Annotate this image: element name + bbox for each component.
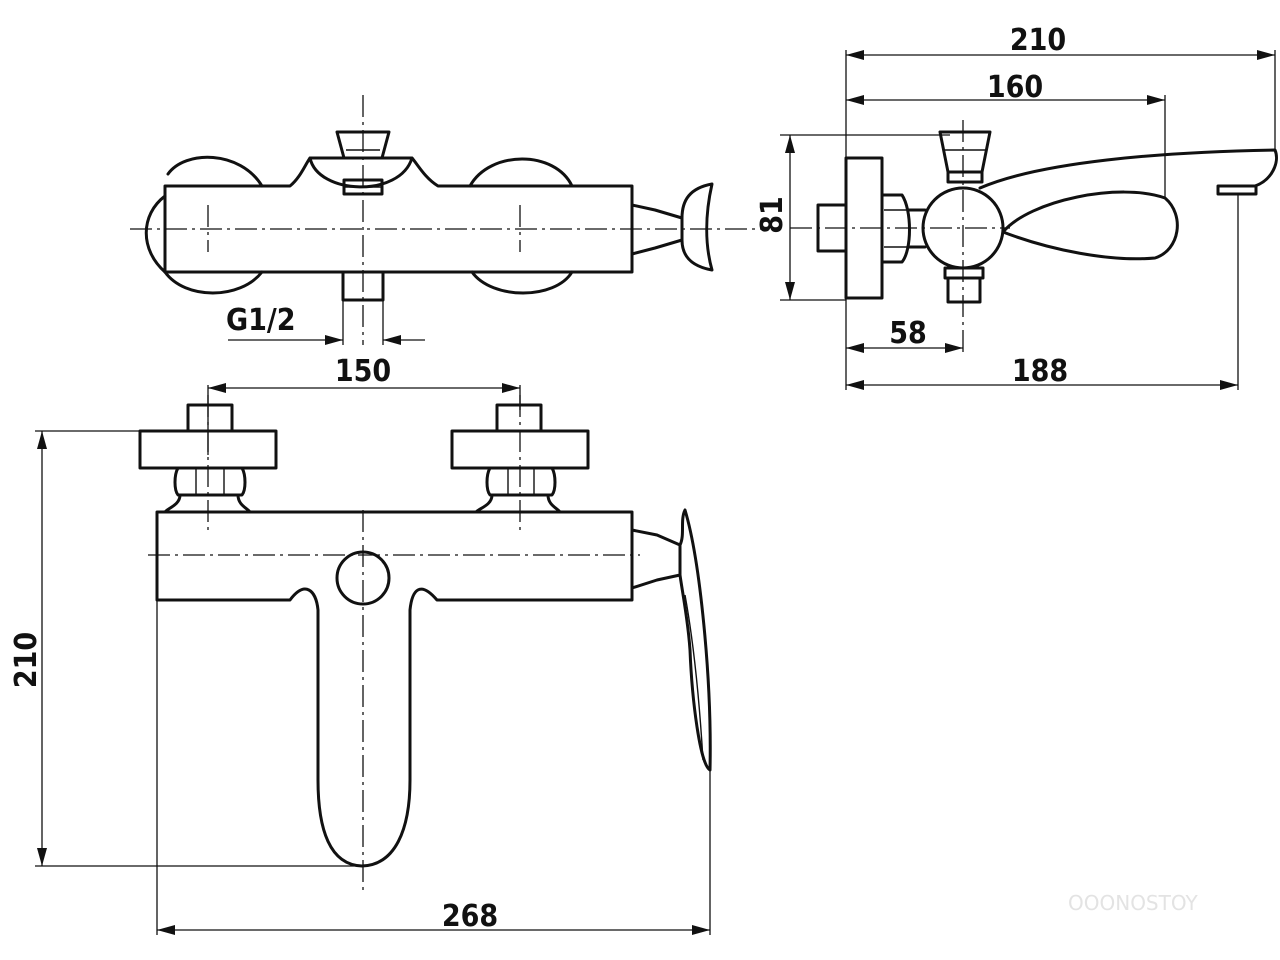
dim-210-front-label: 210 [9, 632, 44, 688]
front-lever-stem [630, 528, 682, 590]
side-view: 210 160 81 58 188 [755, 23, 1278, 390]
watermark: OOONOSTOY [1068, 891, 1198, 915]
left-nut [173, 466, 247, 497]
diverter-knob [335, 130, 391, 160]
dim-150-label: 150 [335, 354, 391, 389]
left-connector-stub [186, 403, 234, 433]
right-nut [485, 466, 557, 497]
side-nut [880, 193, 911, 264]
dim-210-side-label: 210 [1010, 23, 1066, 58]
lever-handle-top [680, 182, 714, 272]
top-view: G1/2 150 [130, 95, 768, 455]
right-connector-stub [495, 403, 543, 433]
front-body-and-spout [155, 510, 634, 868]
side-diverter-knob [938, 130, 992, 174]
side-spout-tip [1216, 184, 1258, 196]
thread-size-label: G1/2 [226, 303, 296, 338]
diverter-dome [308, 156, 414, 189]
side-lever [1001, 190, 1179, 261]
dim-58-label: 58 [889, 316, 927, 351]
dim-81-label: 81 [755, 196, 790, 234]
side-outlet-nipple [946, 276, 982, 304]
dim-188-label: 188 [1012, 354, 1068, 389]
front-lever-handle [678, 508, 712, 772]
dim-268-label: 268 [442, 899, 498, 934]
dim-160-label: 160 [987, 70, 1043, 105]
front-view: 210 268 [9, 395, 712, 935]
side-spout-upper [978, 148, 1278, 190]
